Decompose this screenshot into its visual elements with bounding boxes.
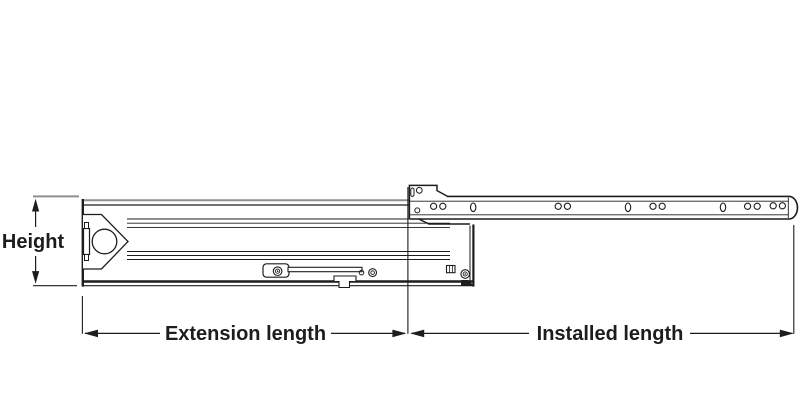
release-latch-lever bbox=[262, 263, 378, 289]
drawer-groove-lines-lower bbox=[127, 251, 450, 260]
front-pin-stub-top bbox=[84, 222, 89, 229]
ribbed-block bbox=[445, 264, 456, 274]
arrowhead-left-icon bbox=[84, 329, 98, 338]
arrowhead-left-icon bbox=[410, 329, 425, 338]
front-pin-stub-bottom bbox=[84, 254, 89, 261]
latch-hook bbox=[333, 275, 357, 289]
rail-end-cap bbox=[789, 195, 799, 220]
arrowhead-up-icon bbox=[32, 198, 40, 212]
latch-screw-right bbox=[368, 268, 378, 278]
height-label: Height bbox=[2, 231, 65, 253]
front-roller-assembly bbox=[82, 213, 129, 270]
latch-pin bbox=[358, 269, 365, 276]
drawer-step-edge bbox=[417, 217, 470, 225]
front-pin-plate bbox=[82, 227, 91, 256]
latch-arm bbox=[287, 266, 363, 273]
cabinet-rail-profile bbox=[408, 184, 799, 220]
arrowhead-down-icon bbox=[32, 271, 40, 284]
rail-body bbox=[409, 196, 790, 220]
latch-screw-left bbox=[272, 266, 283, 277]
bracket-slot-hole bbox=[410, 187, 415, 197]
arrowhead-right-icon bbox=[392, 329, 407, 338]
installed-length-label: Installed length bbox=[537, 323, 684, 345]
rail-front-bracket bbox=[408, 184, 448, 219]
rail-mounting-holes bbox=[414, 202, 787, 214]
extension-length-label: Extension length bbox=[165, 323, 326, 345]
rear-detail bbox=[445, 264, 474, 286]
drawer-groove-lines-upper bbox=[127, 218, 450, 228]
height-dimension: Height bbox=[2, 195, 79, 287]
bracket-hole bbox=[415, 186, 423, 194]
extension-length-dimension: Extension length bbox=[81, 187, 409, 345]
rear-foot bbox=[461, 280, 474, 286]
rear-screw bbox=[460, 269, 471, 279]
installed-length-dimension: Installed length bbox=[410, 225, 795, 345]
arrowhead-right-icon bbox=[779, 329, 794, 338]
front-roller bbox=[91, 228, 118, 255]
